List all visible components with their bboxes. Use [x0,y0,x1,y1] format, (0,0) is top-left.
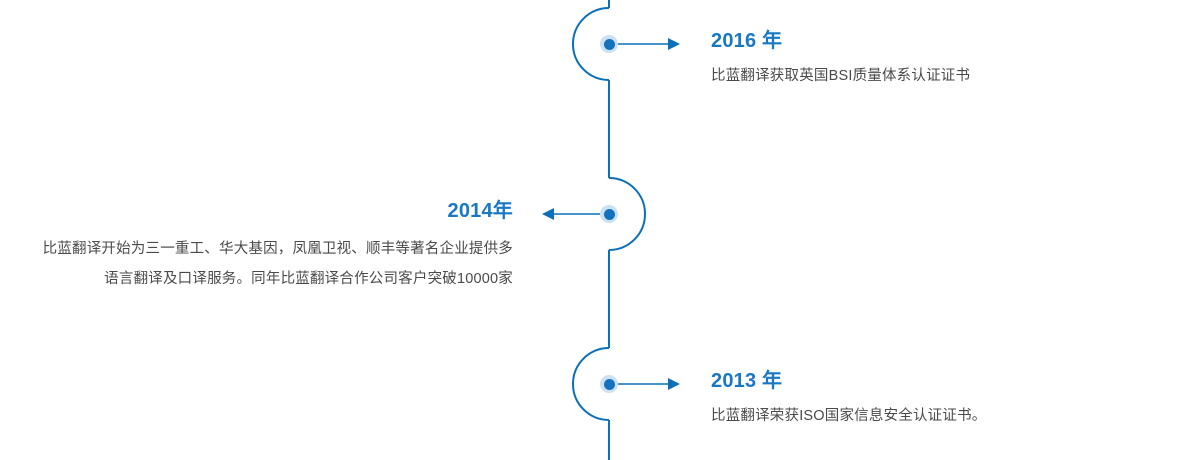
timeline-entry-2016: 2016 年 比蓝翻译获取英国BSI质量体系认证证书 [711,29,970,90]
spine-bulge-2013 [572,347,610,421]
timeline-entry-description: 比蓝翻译荣获ISO国家信息安全认证证书。 [711,408,987,424]
timeline-entry-description: 比蓝翻译开始为三一重工、华大基因，凤凰卫视、顺丰等著名企业提供多语言翻译及口译服… [42,241,513,287]
arrow-head-right-2016 [668,38,680,50]
timeline-entry-year: 2014年 [447,200,513,222]
timeline-node-2014[interactable] [600,205,618,223]
timeline-entry-year: 2013 年 [711,370,783,392]
spine-bulge-2014 [608,177,646,251]
timeline-node-2016[interactable] [600,35,618,53]
timeline-entry-2014: 2014年 比蓝翻译开始为三一重工、华大基因，凤凰卫视、顺丰等著名企业提供多语言… [33,199,513,294]
timeline-node-2013[interactable] [600,375,618,393]
timeline-entry-year: 2016 年 [711,30,783,52]
timeline-entry-description: 比蓝翻译获取英国BSI质量体系认证证书 [711,68,971,84]
timeline-entry-2013: 2013 年 比蓝翻译荣获ISO国家信息安全认证证书。 [711,369,986,430]
arrow-head-right-2013 [668,378,680,390]
arrow-head-left-2014 [542,208,554,220]
spine-bulge-2016 [572,7,610,81]
